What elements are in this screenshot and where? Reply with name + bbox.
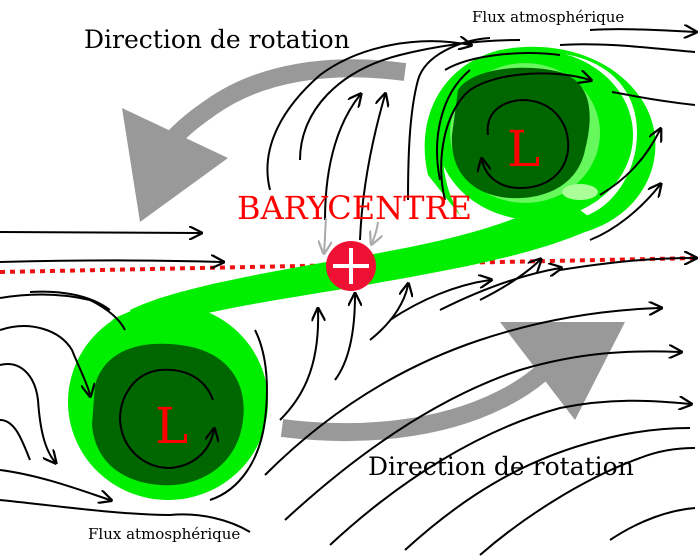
rotation-label-bottom: Direction de rotation	[368, 452, 634, 481]
flow-line	[359, 95, 385, 241]
flow-line	[264, 308, 660, 476]
flux-label-bottom: Flux atmosphérique	[88, 525, 240, 543]
flow-line	[334, 295, 355, 381]
flow-line	[479, 447, 696, 556]
flow-line	[444, 52, 561, 71]
cyclone-circulation-top	[440, 73, 590, 201]
flow-lines	[0, 29, 696, 556]
flow-line	[559, 43, 696, 53]
flow-line	[589, 185, 660, 241]
flow-line	[389, 280, 490, 321]
flow-line	[29, 290, 111, 311]
rotation-arrow-bottom	[280, 322, 625, 442]
low-pressure-label-top: L	[507, 120, 540, 178]
flow-line	[266, 41, 470, 191]
flow-line	[439, 268, 560, 311]
flow-line	[299, 39, 521, 161]
flow-line	[209, 329, 268, 501]
rotation-label-top: Direction de rotation	[84, 25, 350, 54]
flow-line	[589, 29, 695, 32]
flow-line	[284, 351, 680, 521]
rotation-arrow-bottom-head	[500, 322, 625, 420]
flow-line	[479, 260, 540, 301]
flow-line	[0, 469, 110, 500]
flow-line	[559, 258, 695, 271]
cyclone-circulation-bottom	[118, 368, 214, 470]
converging-arrows	[324, 217, 378, 252]
flow-line	[369, 285, 408, 341]
low-pressure-label-bottom: L	[155, 397, 188, 455]
flow-line	[407, 37, 491, 201]
flow-line	[0, 325, 90, 395]
flow-line	[0, 232, 200, 233]
barycentre-marker	[326, 241, 376, 291]
flow-line	[404, 427, 691, 551]
flow-line	[599, 130, 660, 196]
flow-line	[0, 419, 31, 461]
flow-line	[0, 363, 55, 462]
flow-line	[0, 261, 222, 263]
flow-line	[324, 95, 360, 221]
barycentre-label: BARYCENTRE	[237, 189, 472, 227]
flow-line	[0, 499, 251, 533]
flow-line	[436, 69, 471, 181]
rotation-arrow-top	[122, 59, 407, 222]
flow-line	[279, 310, 318, 421]
flux-label-top: Flux atmosphérique	[472, 8, 624, 26]
flow-line	[329, 401, 690, 546]
flow-line	[609, 507, 696, 541]
flow-line	[611, 91, 696, 106]
flow-line	[0, 293, 126, 331]
rotation-arrow-top-head	[122, 108, 228, 222]
